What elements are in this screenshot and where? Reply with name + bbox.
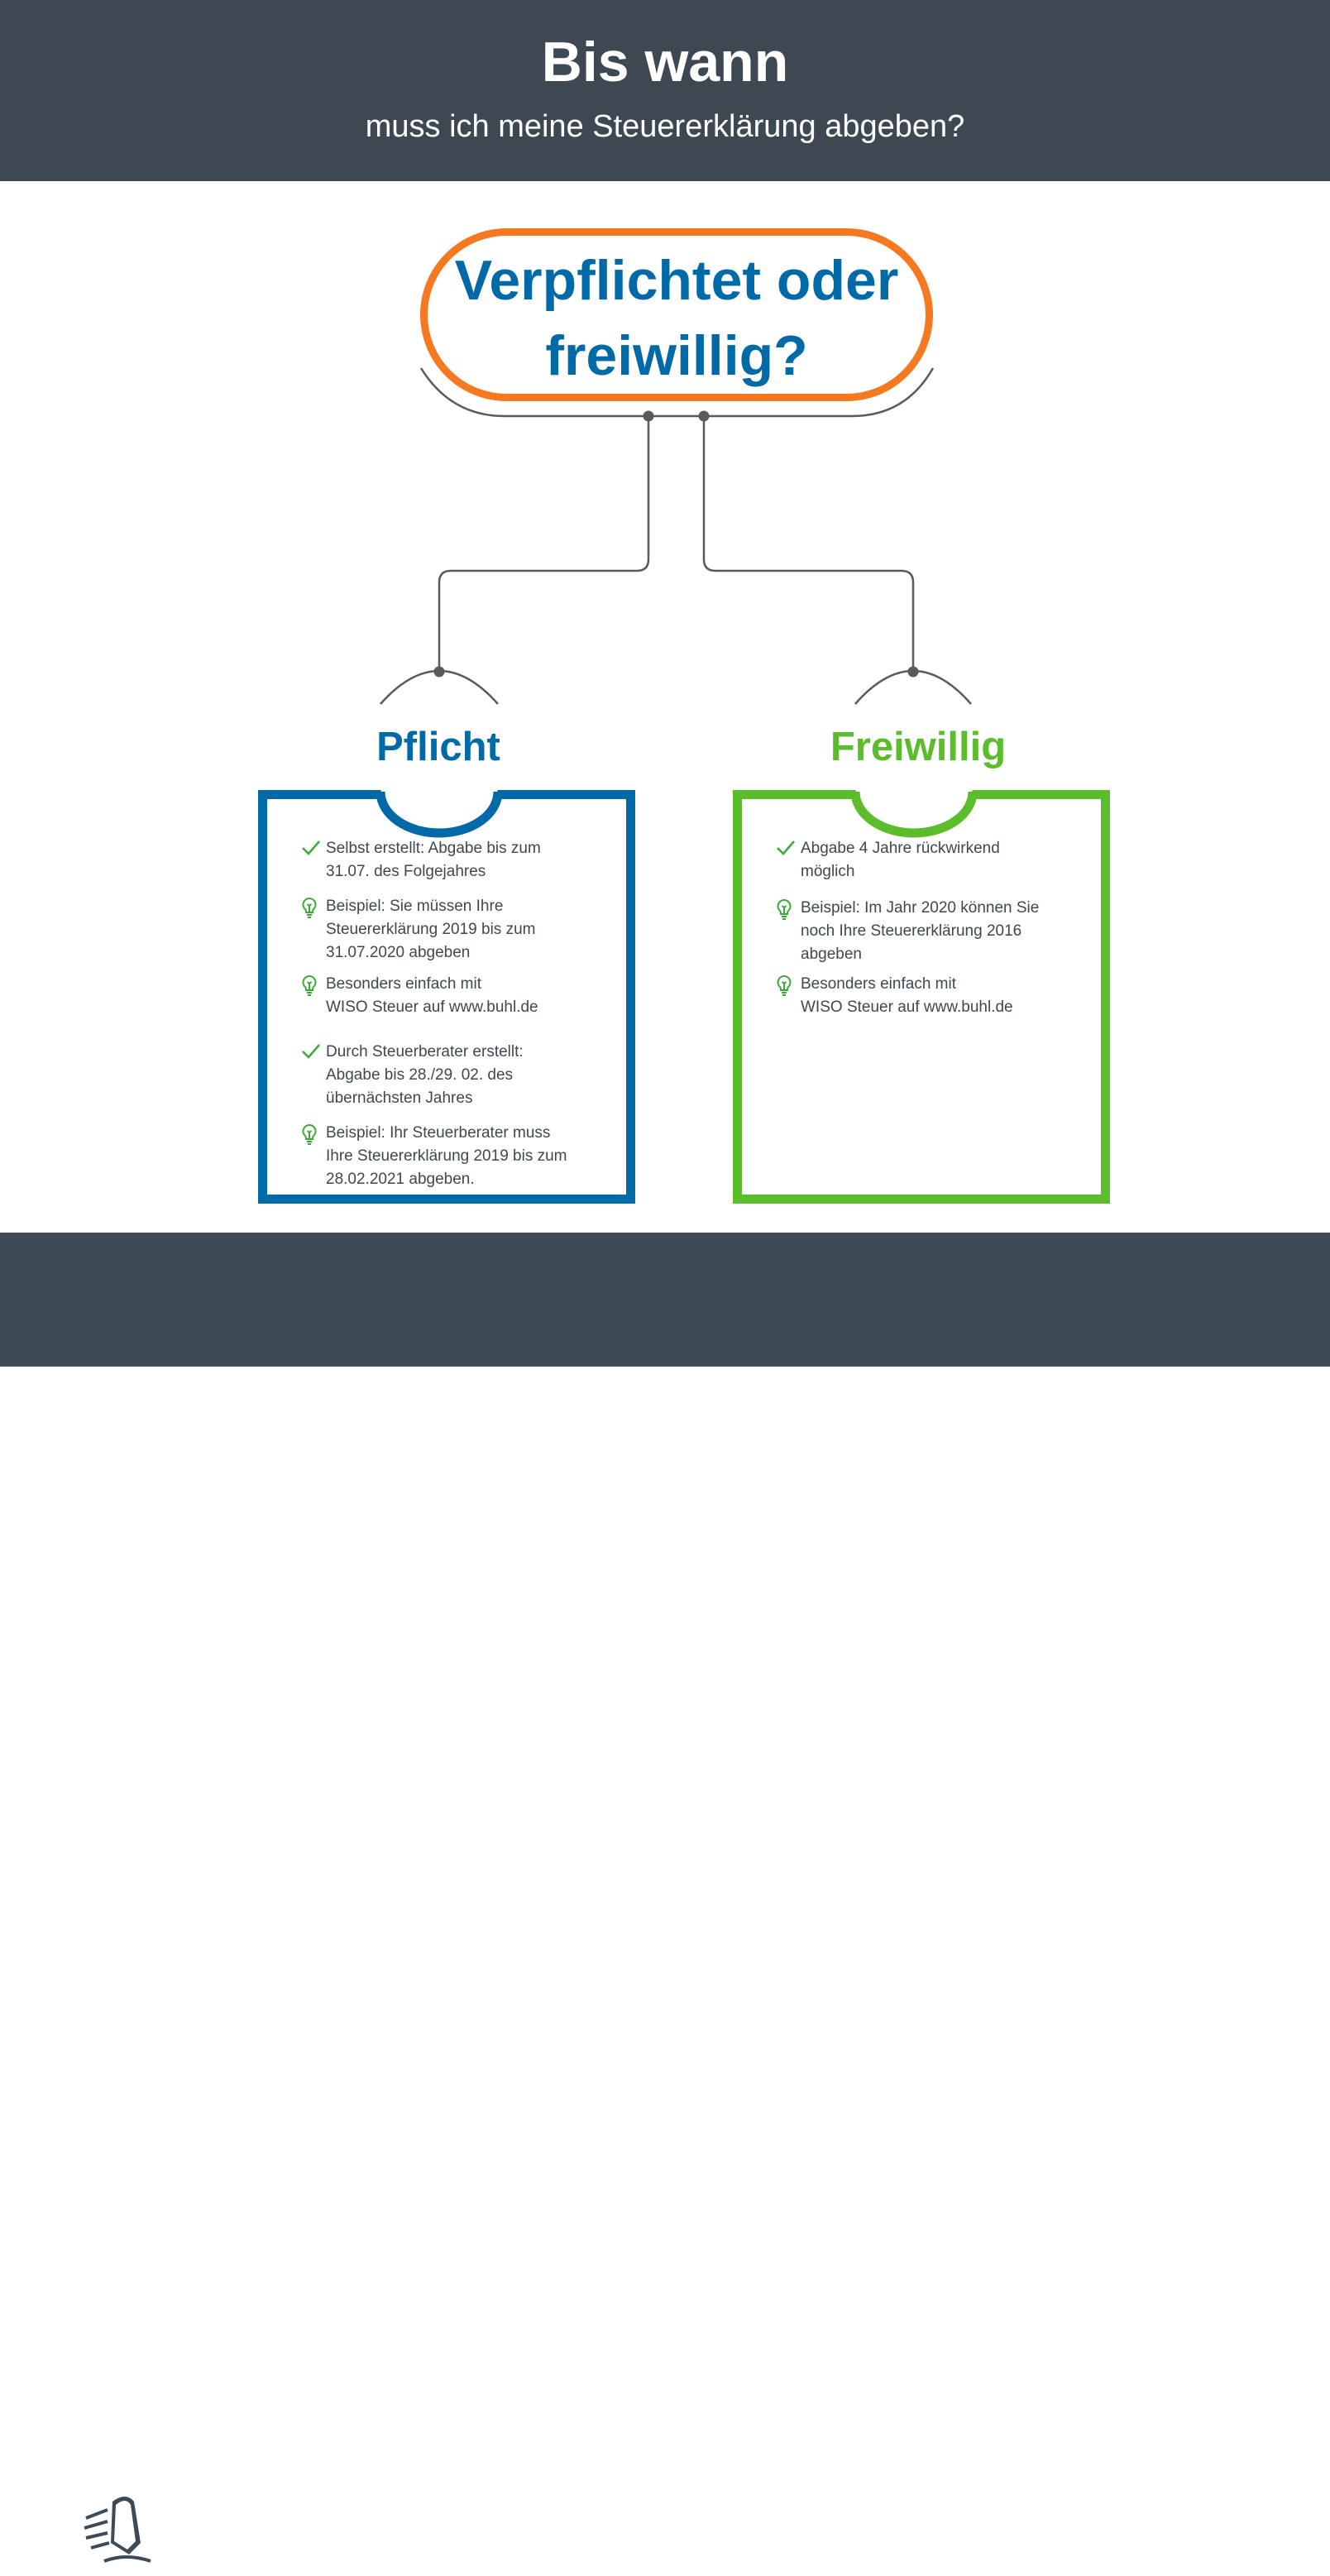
item-line: Besonders einfach mit bbox=[801, 975, 956, 993]
lightbulb-icon bbox=[776, 974, 796, 996]
item-line: Abgabe bis 28./29. 02. des bbox=[326, 1066, 514, 1084]
question-line-1: Verpflichtet oder bbox=[454, 249, 899, 312]
item-line: 31.07. des Folgejahres bbox=[326, 863, 486, 880]
check-icon bbox=[301, 1042, 321, 1064]
brand-bold: sparen bbox=[390, 2497, 601, 2558]
item-line: Beispiel: Ihr Steuerberater muss bbox=[326, 1124, 551, 1142]
buhl-logo: :buhl bbox=[1184, 2509, 1264, 2550]
header: Bis wann muss ich meine Steuererklärung … bbox=[0, 0, 1330, 181]
item-line: WISO Steuer auf www.buhl.de bbox=[326, 998, 538, 1016]
check-icon bbox=[301, 839, 321, 860]
freiwillig-list-item: Beispiel: Im Jahr 2020 können Sie noch Ih… bbox=[801, 897, 1039, 966]
item-line: WISO Steuer auf www.buhl.de bbox=[801, 998, 1013, 1016]
pflicht-heading: Pflicht bbox=[376, 725, 500, 769]
freiwillig-list-item: Abgabe 4 Jahre rückwirkend möglich bbox=[801, 837, 1000, 883]
pflicht-list-item: Selbst erstellt: Abgabe bis zum 31.07. de… bbox=[326, 837, 541, 883]
lightbulb-icon bbox=[301, 1123, 321, 1145]
item-line: möglich bbox=[801, 863, 855, 880]
page-subtitle: muss ich meine Steuererklärung abgeben? bbox=[365, 109, 965, 144]
page-title: Bis wann bbox=[541, 31, 789, 93]
question-bubble bbox=[420, 228, 933, 401]
item-line: Abgabe 4 Jahre rückwirkend bbox=[801, 840, 1000, 857]
lightbulb-icon bbox=[301, 974, 321, 996]
item-line: übernächsten Jahres bbox=[326, 1089, 473, 1107]
item-line: Besonders einfach mit bbox=[326, 975, 481, 993]
lightbulb-icon bbox=[301, 897, 321, 918]
eagle-logo-icon bbox=[83, 2487, 169, 2573]
lightbulb-icon bbox=[776, 898, 796, 920]
item-line: Durch Steuerberater erstellt: bbox=[326, 1043, 524, 1061]
brand-wordmark: steuernsparen bbox=[184, 2497, 600, 2558]
item-line: noch Ihre Steuererklärung 2016 bbox=[801, 922, 1022, 940]
brand-light: steuern bbox=[184, 2497, 391, 2558]
item-line: Ihre Steuererklärung 2019 bis zum bbox=[326, 1147, 567, 1165]
check-icon bbox=[776, 839, 796, 860]
freiwillig-heading: Freiwillig bbox=[830, 725, 1007, 769]
question-line-2: freiwillig? bbox=[545, 324, 808, 387]
pflicht-list-item: Durch Steuerberater erstellt: Abgabe bis … bbox=[326, 1041, 524, 1110]
item-line: Beispiel: Im Jahr 2020 können Sie bbox=[801, 899, 1040, 917]
box-notches bbox=[376, 791, 978, 838]
item-line: Steuererklärung 2019 bis zum bbox=[326, 921, 536, 938]
item-line: abgeben bbox=[801, 946, 862, 963]
footer: steuernsparen :buhl bbox=[0, 1233, 1330, 2573]
item-line: 28.02.2021 abgeben. bbox=[326, 1171, 475, 1188]
connector-lines bbox=[380, 367, 972, 705]
item-line: Selbst erstellt: Abgabe bis zum bbox=[326, 840, 541, 857]
item-line: Beispiel: Sie müssen Ihre bbox=[326, 898, 504, 915]
item-line: 31.07.2020 abgeben bbox=[326, 944, 471, 961]
